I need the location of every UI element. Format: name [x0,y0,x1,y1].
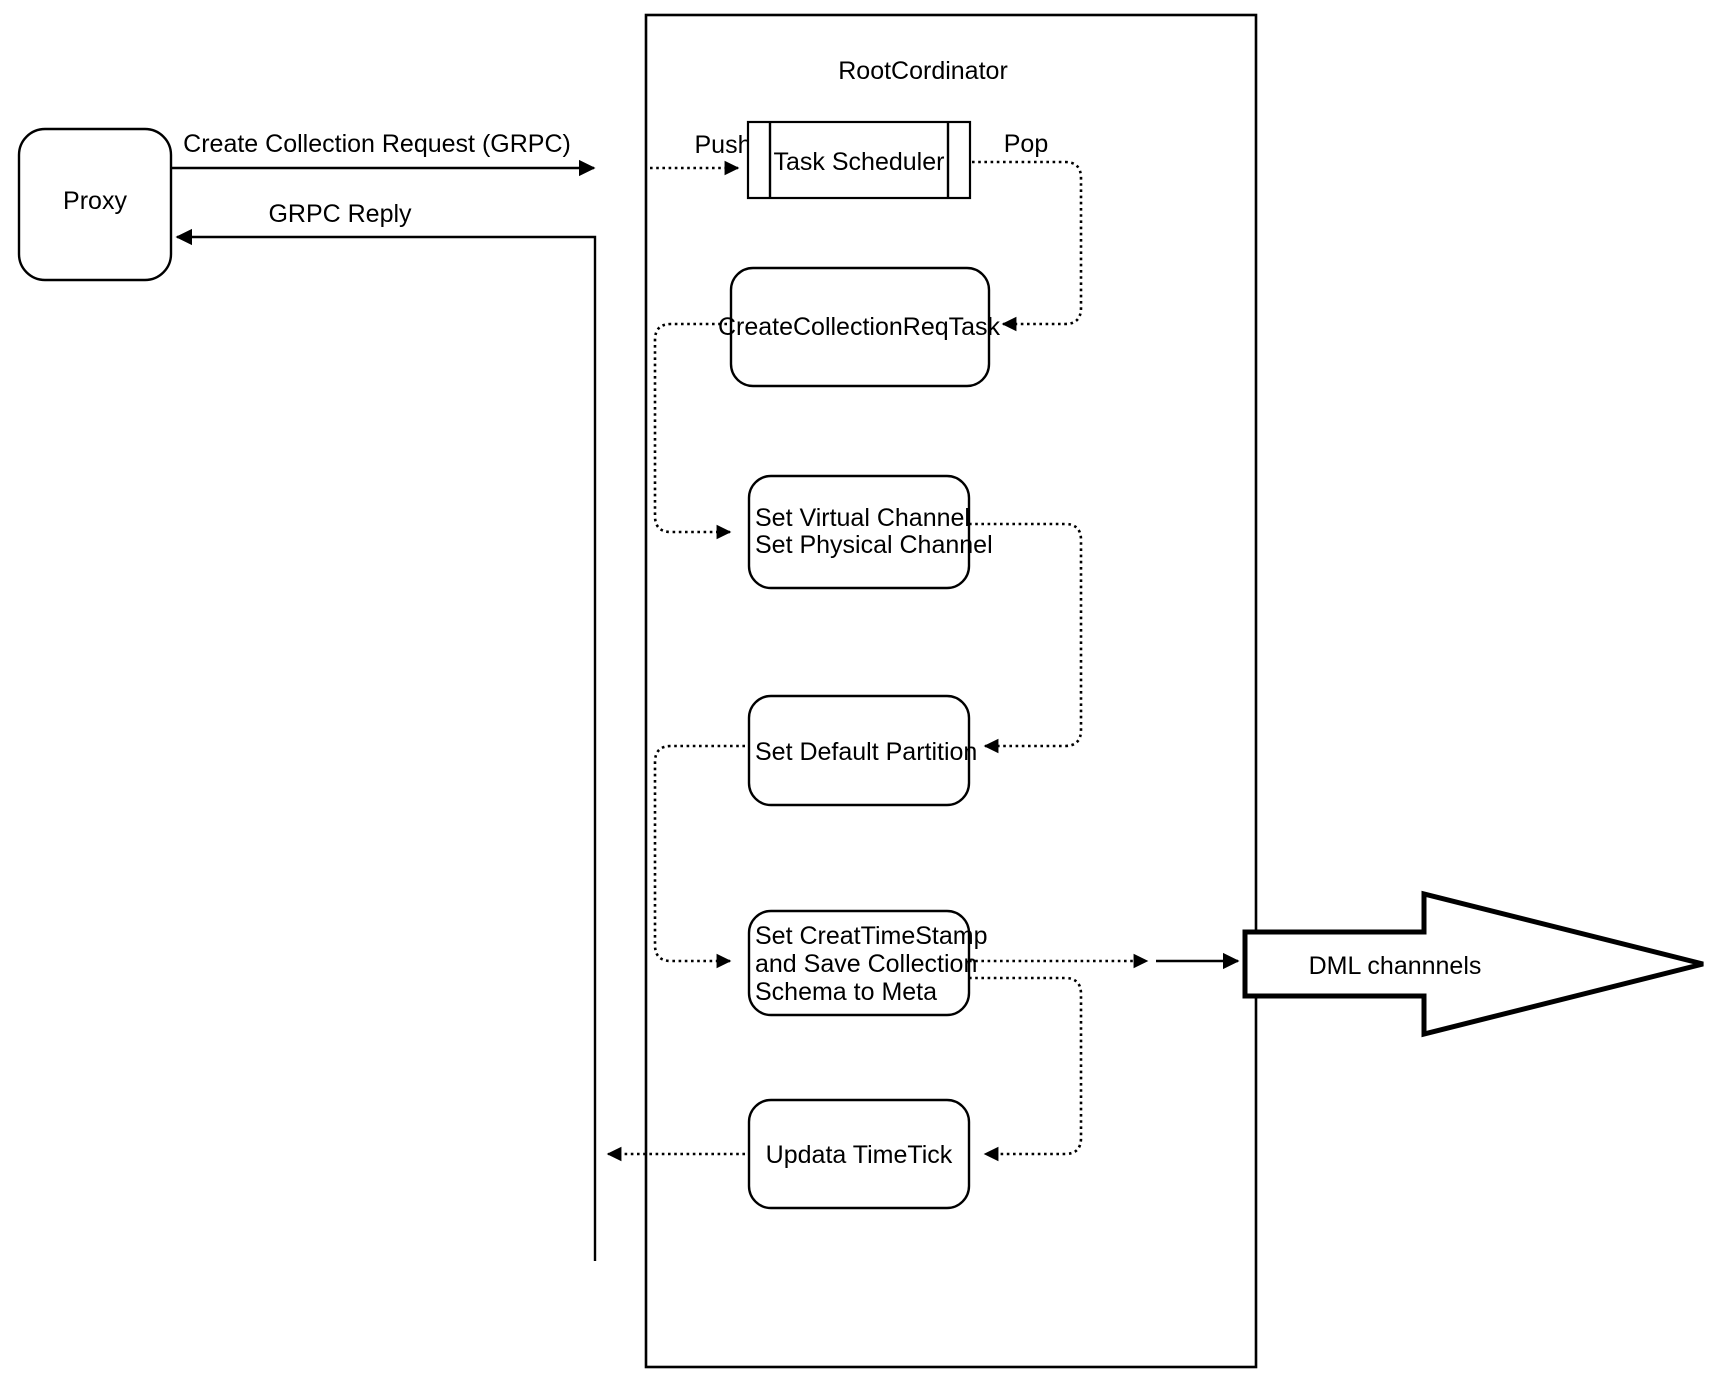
edge-label-push: Push [695,131,752,159]
edge-pop [972,160,1083,332]
edge-label-pop: Pop [1004,130,1048,158]
node-task-scheduler-label: Task Scheduler [774,148,945,176]
node-set-create-timestamp-label-line2: and Save Collection [755,950,977,978]
node-updata-timetick[interactable] [747,1098,971,1210]
node-create-collection-req-task[interactable] [729,266,991,388]
node-dml-channels[interactable] [1242,890,1704,1038]
node-updata-timetick-label: Updata TimeTick [766,1141,953,1169]
node-task-scheduler[interactable] [746,120,972,200]
node-set-create-timestamp[interactable] [747,909,971,1017]
node-proxy[interactable] [17,127,173,282]
node-dml-channels-label: DML channnels [1309,952,1482,980]
edge-label-create-collection-request: Create Collection Request (GRPC) [183,130,571,158]
edge-default-partition-to-create-timestamp [653,744,745,969]
node-set-channels-label-line1: Set Virtual Channel [755,504,970,532]
node-create-collection-req-task-label: CreateCollectionReqTask [718,313,1001,341]
node-proxy-label: Proxy [63,187,127,215]
node-set-create-timestamp-label-line1: Set CreatTimeStamp [755,922,987,950]
edge-label-grpc-reply: GRPC Reply [268,200,412,228]
rootcordinator-title: RootCordinator [838,57,1008,85]
edge-set-channels-to-default-partition [969,522,1083,754]
node-set-channels[interactable] [747,474,971,590]
node-set-create-timestamp-label-line3: Schema to Meta [755,978,937,1006]
edge-task-to-set-channels [653,322,732,540]
node-set-default-partition[interactable] [747,694,971,807]
node-set-channels-label-line2: Set Physical Channel [755,531,993,559]
rootcordinator-container [644,13,1258,1369]
edge-create-timestamp-to-updata-timetick [969,976,1083,1162]
edge-grpc-reply [175,228,597,1261]
node-set-default-partition-label: Set Default Partition [755,738,977,766]
